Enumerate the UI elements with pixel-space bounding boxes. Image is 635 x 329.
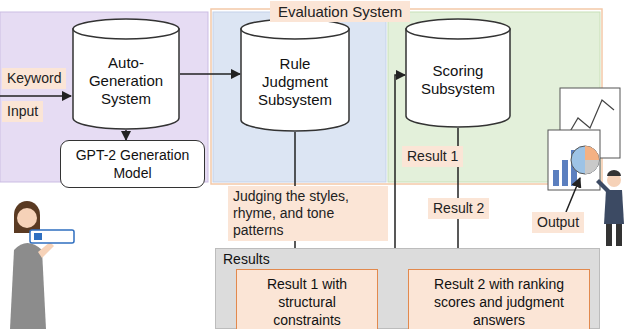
node-text: Rule Judgment Subsystem (249, 55, 341, 109)
output-charts (548, 88, 620, 190)
node-text: Scoring Subsystem (414, 62, 502, 98)
subsystem-cylinder: Scoring Subsystem (405, 18, 511, 128)
results-panel: ResultsResult 1 with structural constrai… (215, 248, 600, 329)
node-text: Result 2 with ranking scores and judgmen… (417, 275, 581, 329)
rule-region (213, 12, 386, 182)
result-box: Result 1 with structural constraints (236, 269, 378, 329)
output-arrow (566, 178, 580, 212)
node-text: Result 1 with structural constraints (245, 275, 369, 329)
connector (180, 73, 240, 75)
analyst-figure (596, 170, 624, 246)
output-label: Output (532, 212, 584, 233)
node-text: GPT-2 Generation Model (69, 146, 196, 182)
subsystem-cylinder: Rule Judgment Subsystem (240, 18, 350, 132)
model-box: GPT-2 Generation Model (60, 140, 205, 188)
edge-label: Result 1 (402, 146, 463, 167)
evaluation-frame (211, 9, 602, 184)
node-text: Auto-Generation System (81, 54, 171, 108)
generation-region (0, 12, 208, 182)
input-label: Input (2, 101, 43, 122)
input-label: Keyword (2, 68, 66, 89)
system-cylinder: Auto-Generation System (72, 18, 180, 130)
connector (125, 130, 127, 140)
result-box: Result 2 with ranking scores and judgmen… (408, 269, 590, 329)
input-arrow (0, 95, 71, 97)
node-text: Results (223, 250, 270, 268)
region-title: Evaluation System (270, 1, 410, 22)
edge-label: Result 2 (428, 198, 489, 219)
edge-label: Judging the styles, rhyme, and tone patt… (228, 186, 388, 241)
user-figure (10, 201, 74, 329)
